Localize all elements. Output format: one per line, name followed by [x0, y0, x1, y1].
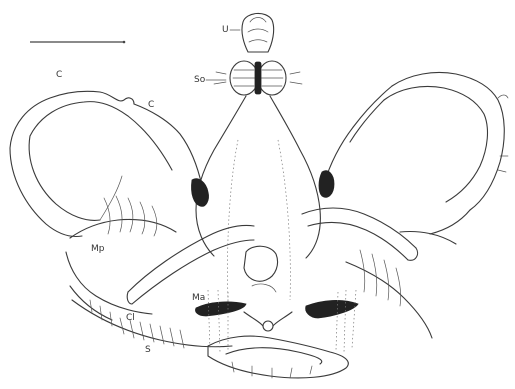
u-structure [242, 13, 274, 52]
left-lobe-mp [66, 196, 254, 314]
label-c-side: C [148, 100, 154, 110]
lower-base [208, 336, 348, 378]
scale-bar [30, 41, 125, 44]
right-dark-spot [319, 171, 334, 198]
label-c-top: C [56, 70, 62, 80]
left-dark-spot [191, 179, 208, 207]
ma-region [195, 290, 358, 352]
right-lobe [302, 208, 456, 338]
label-s: S [145, 345, 151, 355]
label-ma: Ma [192, 293, 205, 303]
label-so: So [194, 75, 206, 85]
label-cl: Cl [126, 313, 135, 323]
label-u: U [222, 25, 229, 35]
central-column [196, 96, 320, 300]
label-mp: Mp [91, 244, 105, 254]
so-structure [214, 61, 302, 95]
left-wing [10, 91, 202, 236]
